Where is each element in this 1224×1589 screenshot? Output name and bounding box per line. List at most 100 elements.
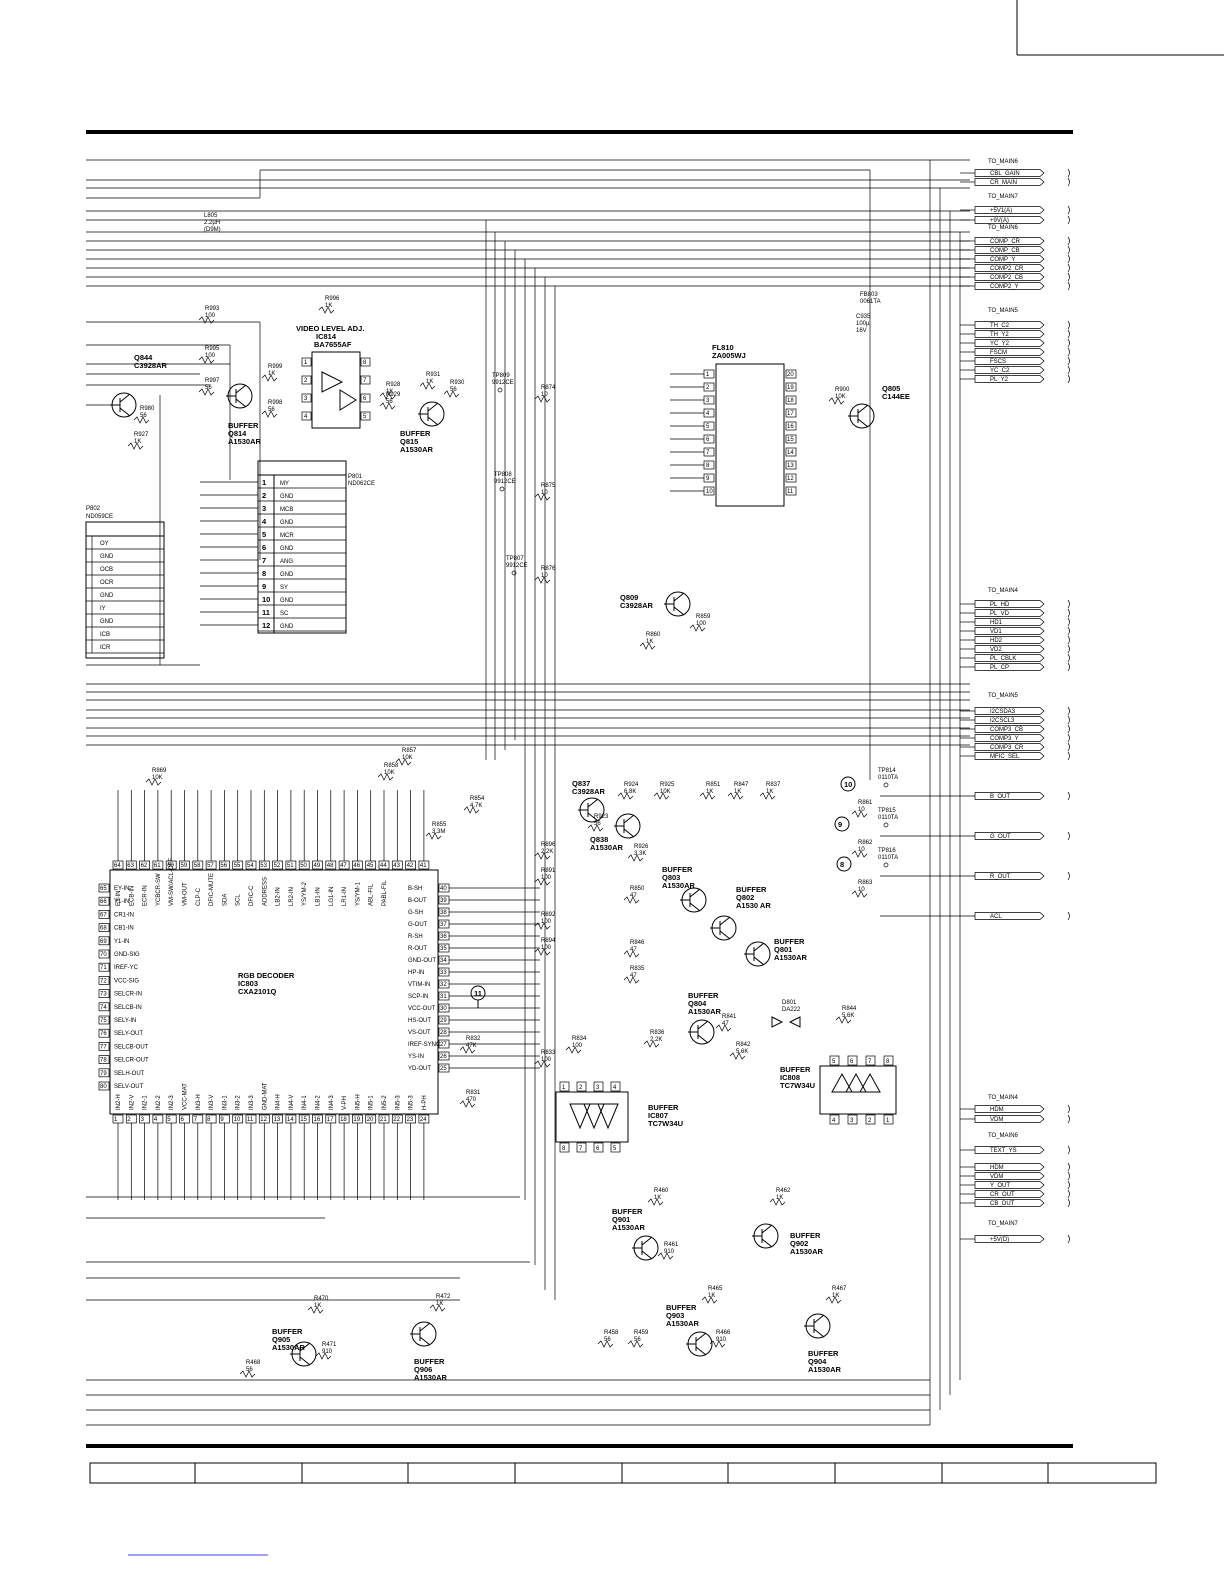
fl810-pin-number: 3 [706,398,710,404]
resistor-ref: R836 [650,1030,665,1036]
ic807-pin-number: 2 [579,1085,583,1091]
resistor-symbol [617,792,634,800]
bracket [1067,662,1070,672]
signal-main7_a-0: +5V1(A) [990,208,1012,214]
p802-signal-0: OY [100,541,109,547]
p801-pin-2: 3 [262,504,266,513]
resistor-symbol [851,890,868,898]
bracket [1067,653,1070,663]
connector-tag [974,725,1045,733]
resistor-symbol [127,442,144,450]
ic803-right-pin-8: 32 [440,982,447,988]
p802-signal-7: ICB [100,632,110,638]
transistor-ref: Q904 [808,1357,827,1366]
resistor-value: 56 [634,1337,641,1343]
ic808-pin-box [865,1114,876,1125]
connector-tag [974,832,1045,840]
ic803-left-label-5: GND-SIG [114,952,140,958]
p802-ref: P802 [86,506,101,512]
p801-signal-0: MY [280,481,289,487]
ic803-left-pin-box [98,936,110,946]
ic803-top-label-11: ADDRESS [262,877,268,906]
transistor-ref: Q804 [688,999,707,1008]
ic803-bottom-label-21: IN5-3 [395,1095,401,1110]
resistor-symbol [643,1040,660,1048]
resistor-ref: R855 [432,822,447,828]
transistor-part: A1530AR [662,881,696,890]
resistor-symbol [647,1198,664,1206]
resistor-ref: R861 [858,800,873,806]
transistor-ref: Q903 [666,1311,684,1320]
resistor-symbol [623,976,640,984]
ic808-pin-number: 7 [868,1059,872,1065]
ic803-bottom-pin-18: 19 [353,1117,360,1123]
transistor-label: BUFFER [688,991,719,1000]
resistor-value: 1K [268,371,275,377]
resistor-value: 56 [386,399,393,405]
c935-ref: C935 [856,314,871,320]
fl810-pin-number: 7 [706,450,710,456]
p801-signal-7: GND [280,572,294,578]
ic803-bottom-pin-0: 1 [114,1117,118,1123]
p801-pin-1: 2 [262,491,266,500]
connector-tag [974,1235,1045,1243]
ic803-bottom-label-15: IN4-2 [316,1095,322,1110]
resistor-symbol [133,416,150,424]
l805-ref: L805 [204,213,218,219]
resistor-ref: R891 [541,868,556,874]
bracket [1067,911,1070,921]
resistor-ref: R854 [470,796,485,802]
transistor-ref: Q814 [228,429,247,438]
ic803-top-pin-22: 42 [407,863,414,869]
resistor-ref: R863 [858,880,873,886]
ic803-left-label-1: Y1-IN [114,899,129,905]
resistor-symbol [198,388,215,396]
resistor-value: 1K [706,789,713,795]
ic803-left-pin-6: 71 [100,965,107,971]
ic803-top-label-8: SDA [222,894,228,906]
bracket [1067,635,1070,645]
bracket [1067,1189,1070,1199]
connector-tag [974,627,1045,635]
signal-main6_c-0: TEXT_YS [990,1148,1017,1154]
fl810-pin-box [785,473,797,483]
ic803-bottom-pin-16: 17 [327,1117,334,1123]
resistor-ref: R993 [205,306,220,312]
connector-tag [974,609,1045,617]
main5_a-title: TO_MAIN5 [988,308,1019,314]
connector-tag [974,645,1045,653]
connector-tag [974,178,1045,186]
signal-main_c2-2: Y_OUT [990,1183,1010,1189]
ic803-title: RGB DECODER [238,971,295,980]
ic803-right-label-8: VTIM-IN [408,982,430,988]
resistor-value: 47 [630,947,637,953]
signal-main6_b-0: COMP_CR [990,239,1021,245]
connector-tag [974,206,1045,214]
resistor-value: 56 [268,407,275,413]
bracket [1067,1171,1070,1181]
resistor-value: 910 [664,1249,675,1255]
signal-main4_a-6: PL_CBLK [990,656,1016,662]
ic803-top-label-9: SCL [236,894,242,906]
ic814-pin-number: 8 [363,360,367,366]
ic807-pin-box [610,1142,621,1153]
transistor-ref: Q905 [272,1335,290,1344]
ic807-ref: IC807 [648,1111,668,1120]
ic803-bottom-label-4: IN2-3 [169,1095,175,1110]
ic814-ref: IC814 [316,332,337,341]
